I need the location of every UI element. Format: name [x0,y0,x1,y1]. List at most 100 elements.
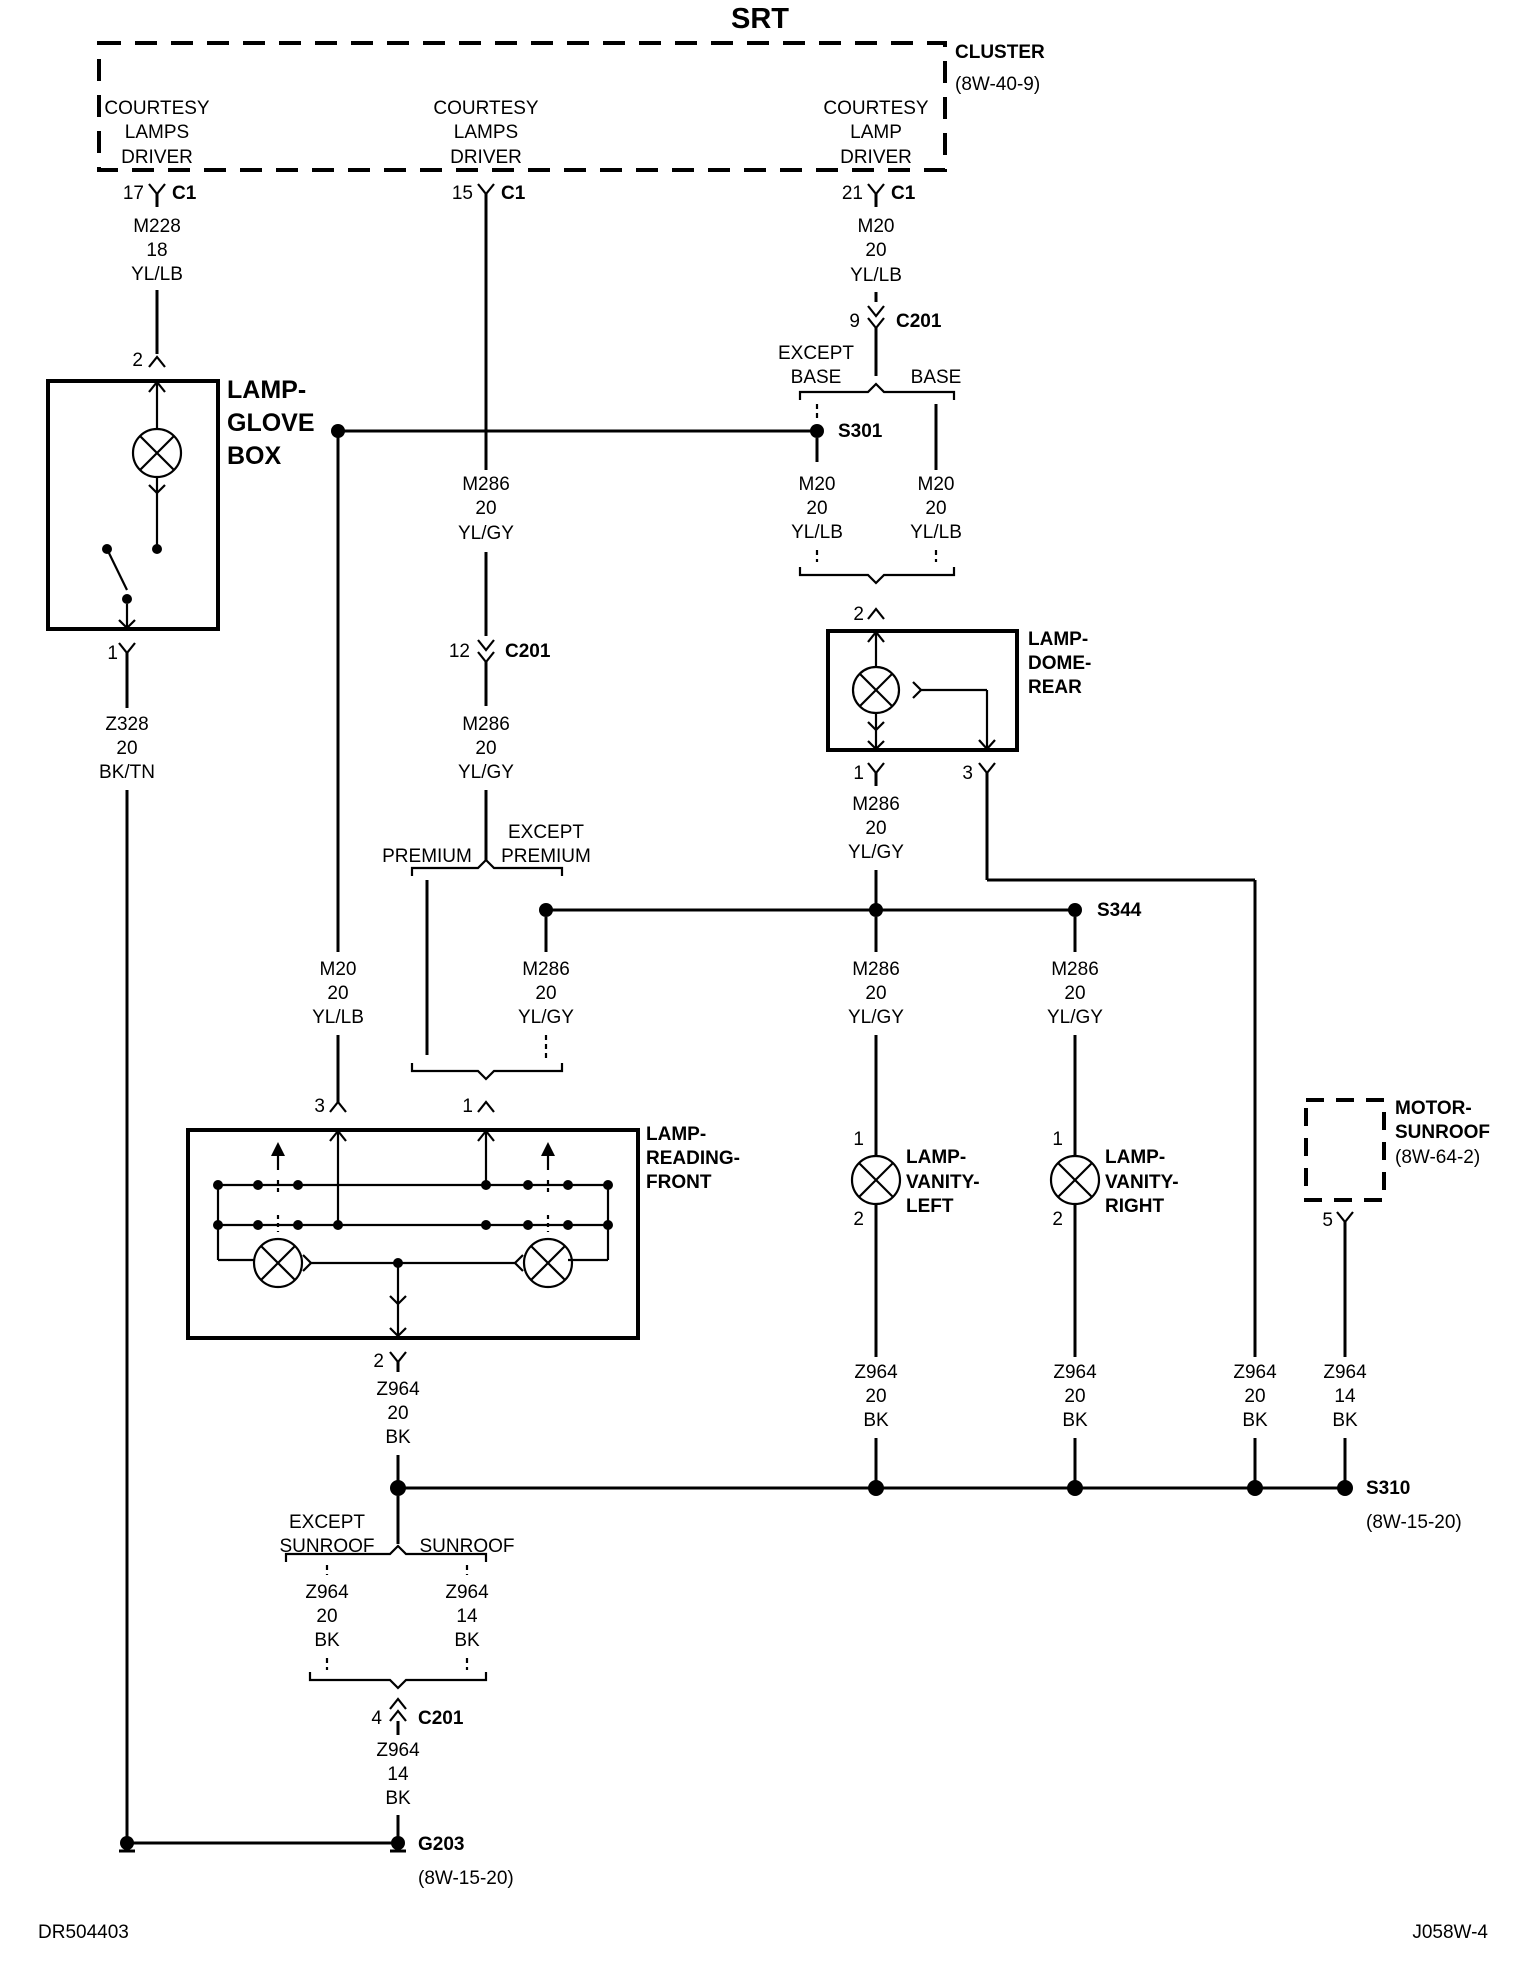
svg-text:BK: BK [385,1788,411,1809]
svg-text:3: 3 [314,1096,325,1117]
lamp-reading-front: 3 1 LAMP- READING- FRONT [186,1096,740,1372]
cluster-box [97,41,947,172]
wire-z328: Z328 20 BK/TN [99,653,155,1843]
svg-text:REAR: REAR [1028,677,1082,698]
connector-c1-pin21: 21 C1 [842,183,916,204]
svg-text:PREMIUM: PREMIUM [382,846,472,867]
lamp-dome-rear: 2 LAMP- DOME- REAR 1 3 [826,604,1091,784]
svg-text:VANITY-: VANITY- [906,1172,980,1193]
wire-z964-vanity-left: Z964 20 BK [854,1205,898,1488]
diagram-title: SRT [731,3,789,35]
connector-c201-pin4: 4 C201 [371,1697,464,1729]
svg-text:EXCEPT: EXCEPT [508,822,584,843]
svg-text:M286: M286 [852,794,900,815]
driver-label-2: COURTESY LAMPS DRIVER [433,98,539,168]
cluster-ref: (8W-40-9) [955,74,1040,95]
svg-text:15: 15 [452,183,473,204]
svg-text:LAMP: LAMP [850,122,902,143]
wire-m20-top: M20 20 YL/LB [850,194,902,302]
connector-c1-pin17: 17 C1 [123,183,197,204]
svg-text:SUNROOF: SUNROOF [280,1536,375,1557]
svg-text:20: 20 [116,738,137,759]
svg-text:S310: S310 [1366,1478,1410,1499]
svg-text:17: 17 [123,183,144,204]
svg-text:SUNROOF: SUNROOF [420,1536,515,1557]
svg-text:M286: M286 [462,474,510,495]
svg-text:C201: C201 [505,641,551,662]
svg-text:2: 2 [853,604,864,625]
svg-text:READING-: READING- [646,1148,740,1169]
svg-text:C201: C201 [418,1708,464,1729]
cluster-label: CLUSTER [955,42,1045,63]
svg-text:YL/LB: YL/LB [791,522,843,543]
svg-text:YL/LB: YL/LB [312,1007,364,1028]
svg-text:BASE: BASE [911,367,962,388]
footer-left-code: DR504403 [38,1922,129,1943]
svg-text:DRIVER: DRIVER [450,147,522,168]
svg-text:Z964: Z964 [1053,1362,1097,1383]
svg-text:1: 1 [853,763,864,784]
option-premium-bracket: PREMIUM EXCEPT PREMIUM [382,822,591,1055]
option-sunroof-bracket: EXCEPT SUNROOF SUNROOF [280,1496,515,1562]
svg-text:YL/GY: YL/GY [458,523,514,544]
wire-z964-vanity-right: Z964 20 BK [1053,1205,1097,1488]
svg-text:YL/LB: YL/LB [850,265,902,286]
svg-text:EXCEPT: EXCEPT [289,1512,365,1533]
splice-s344: S344 [539,900,1142,921]
wire-z964-except-sunroof: Z964 20 BK [305,1565,349,1670]
svg-text:Z964: Z964 [445,1582,489,1603]
svg-text:20: 20 [865,983,886,1004]
wire-z964-reading: Z964 20 BK [376,1362,420,1488]
svg-text:S344: S344 [1097,900,1142,921]
wire-m286-a: M286 20 YL/GY [458,194,514,636]
svg-text:1: 1 [853,1129,864,1150]
svg-text:LAMP-: LAMP- [1028,629,1088,650]
svg-text:(8W-64-2): (8W-64-2) [1395,1147,1480,1168]
svg-text:YL/GY: YL/GY [1047,1007,1103,1028]
svg-text:FRONT: FRONT [646,1172,712,1193]
bulb-icon [1049,1154,1101,1206]
wire-m286-dome: M286 20 YL/GY [848,773,904,910]
wire-m286-vanity-right: M286 20 YL/GY [1047,917,1103,1155]
svg-text:LAMP-: LAMP- [646,1124,706,1145]
svg-text:YL/GY: YL/GY [848,842,904,863]
svg-text:LAMPS: LAMPS [454,122,518,143]
wire-m20-except-base: M20 20 YL/LB [791,438,843,562]
svg-text:20: 20 [925,498,946,519]
svg-text:20: 20 [327,983,348,1004]
svg-text:20: 20 [865,240,886,261]
svg-text:M20: M20 [320,959,357,980]
svg-text:14: 14 [387,1764,409,1785]
svg-text:3: 3 [962,763,973,784]
svg-text:M286: M286 [462,714,510,735]
ground-g203: G203 (8W-15-20) [119,1834,514,1889]
svg-text:2: 2 [132,350,143,371]
splice-s310: S310 (8W-15-20) [390,1478,1462,1533]
svg-text:Z964: Z964 [376,1379,420,1400]
svg-text:1: 1 [462,1096,473,1117]
svg-text:20: 20 [316,1606,337,1627]
svg-text:Z964: Z964 [305,1582,349,1603]
driver-label-3: COURTESY LAMP DRIVER [823,98,929,168]
svg-text:BK: BK [454,1630,480,1651]
driver-label-1: COURTESY LAMPS DRIVER [104,98,210,168]
svg-text:1: 1 [107,643,118,664]
svg-text:S301: S301 [838,421,883,442]
svg-text:LEFT: LEFT [906,1196,954,1217]
svg-text:BK: BK [1062,1410,1088,1431]
footer-right-code: J058W-4 [1412,1922,1488,1943]
bulb-icon [850,1154,902,1206]
svg-text:12: 12 [449,641,470,662]
svg-text:M20: M20 [858,216,895,237]
svg-text:Z964: Z964 [1323,1362,1367,1383]
svg-text:VANITY-: VANITY- [1105,1172,1179,1193]
splice-s301: S301 [331,421,883,442]
svg-text:BASE: BASE [791,367,842,388]
connector-c1-pin15: 15 C1 [452,183,526,204]
option-base-bracket: EXCEPT BASE BASE [778,343,961,418]
svg-text:YL/GY: YL/GY [458,762,514,783]
wire-m286-b: M286 20 YL/GY [458,662,514,860]
svg-text:PREMIUM: PREMIUM [501,846,591,867]
svg-text:C1: C1 [172,183,197,204]
